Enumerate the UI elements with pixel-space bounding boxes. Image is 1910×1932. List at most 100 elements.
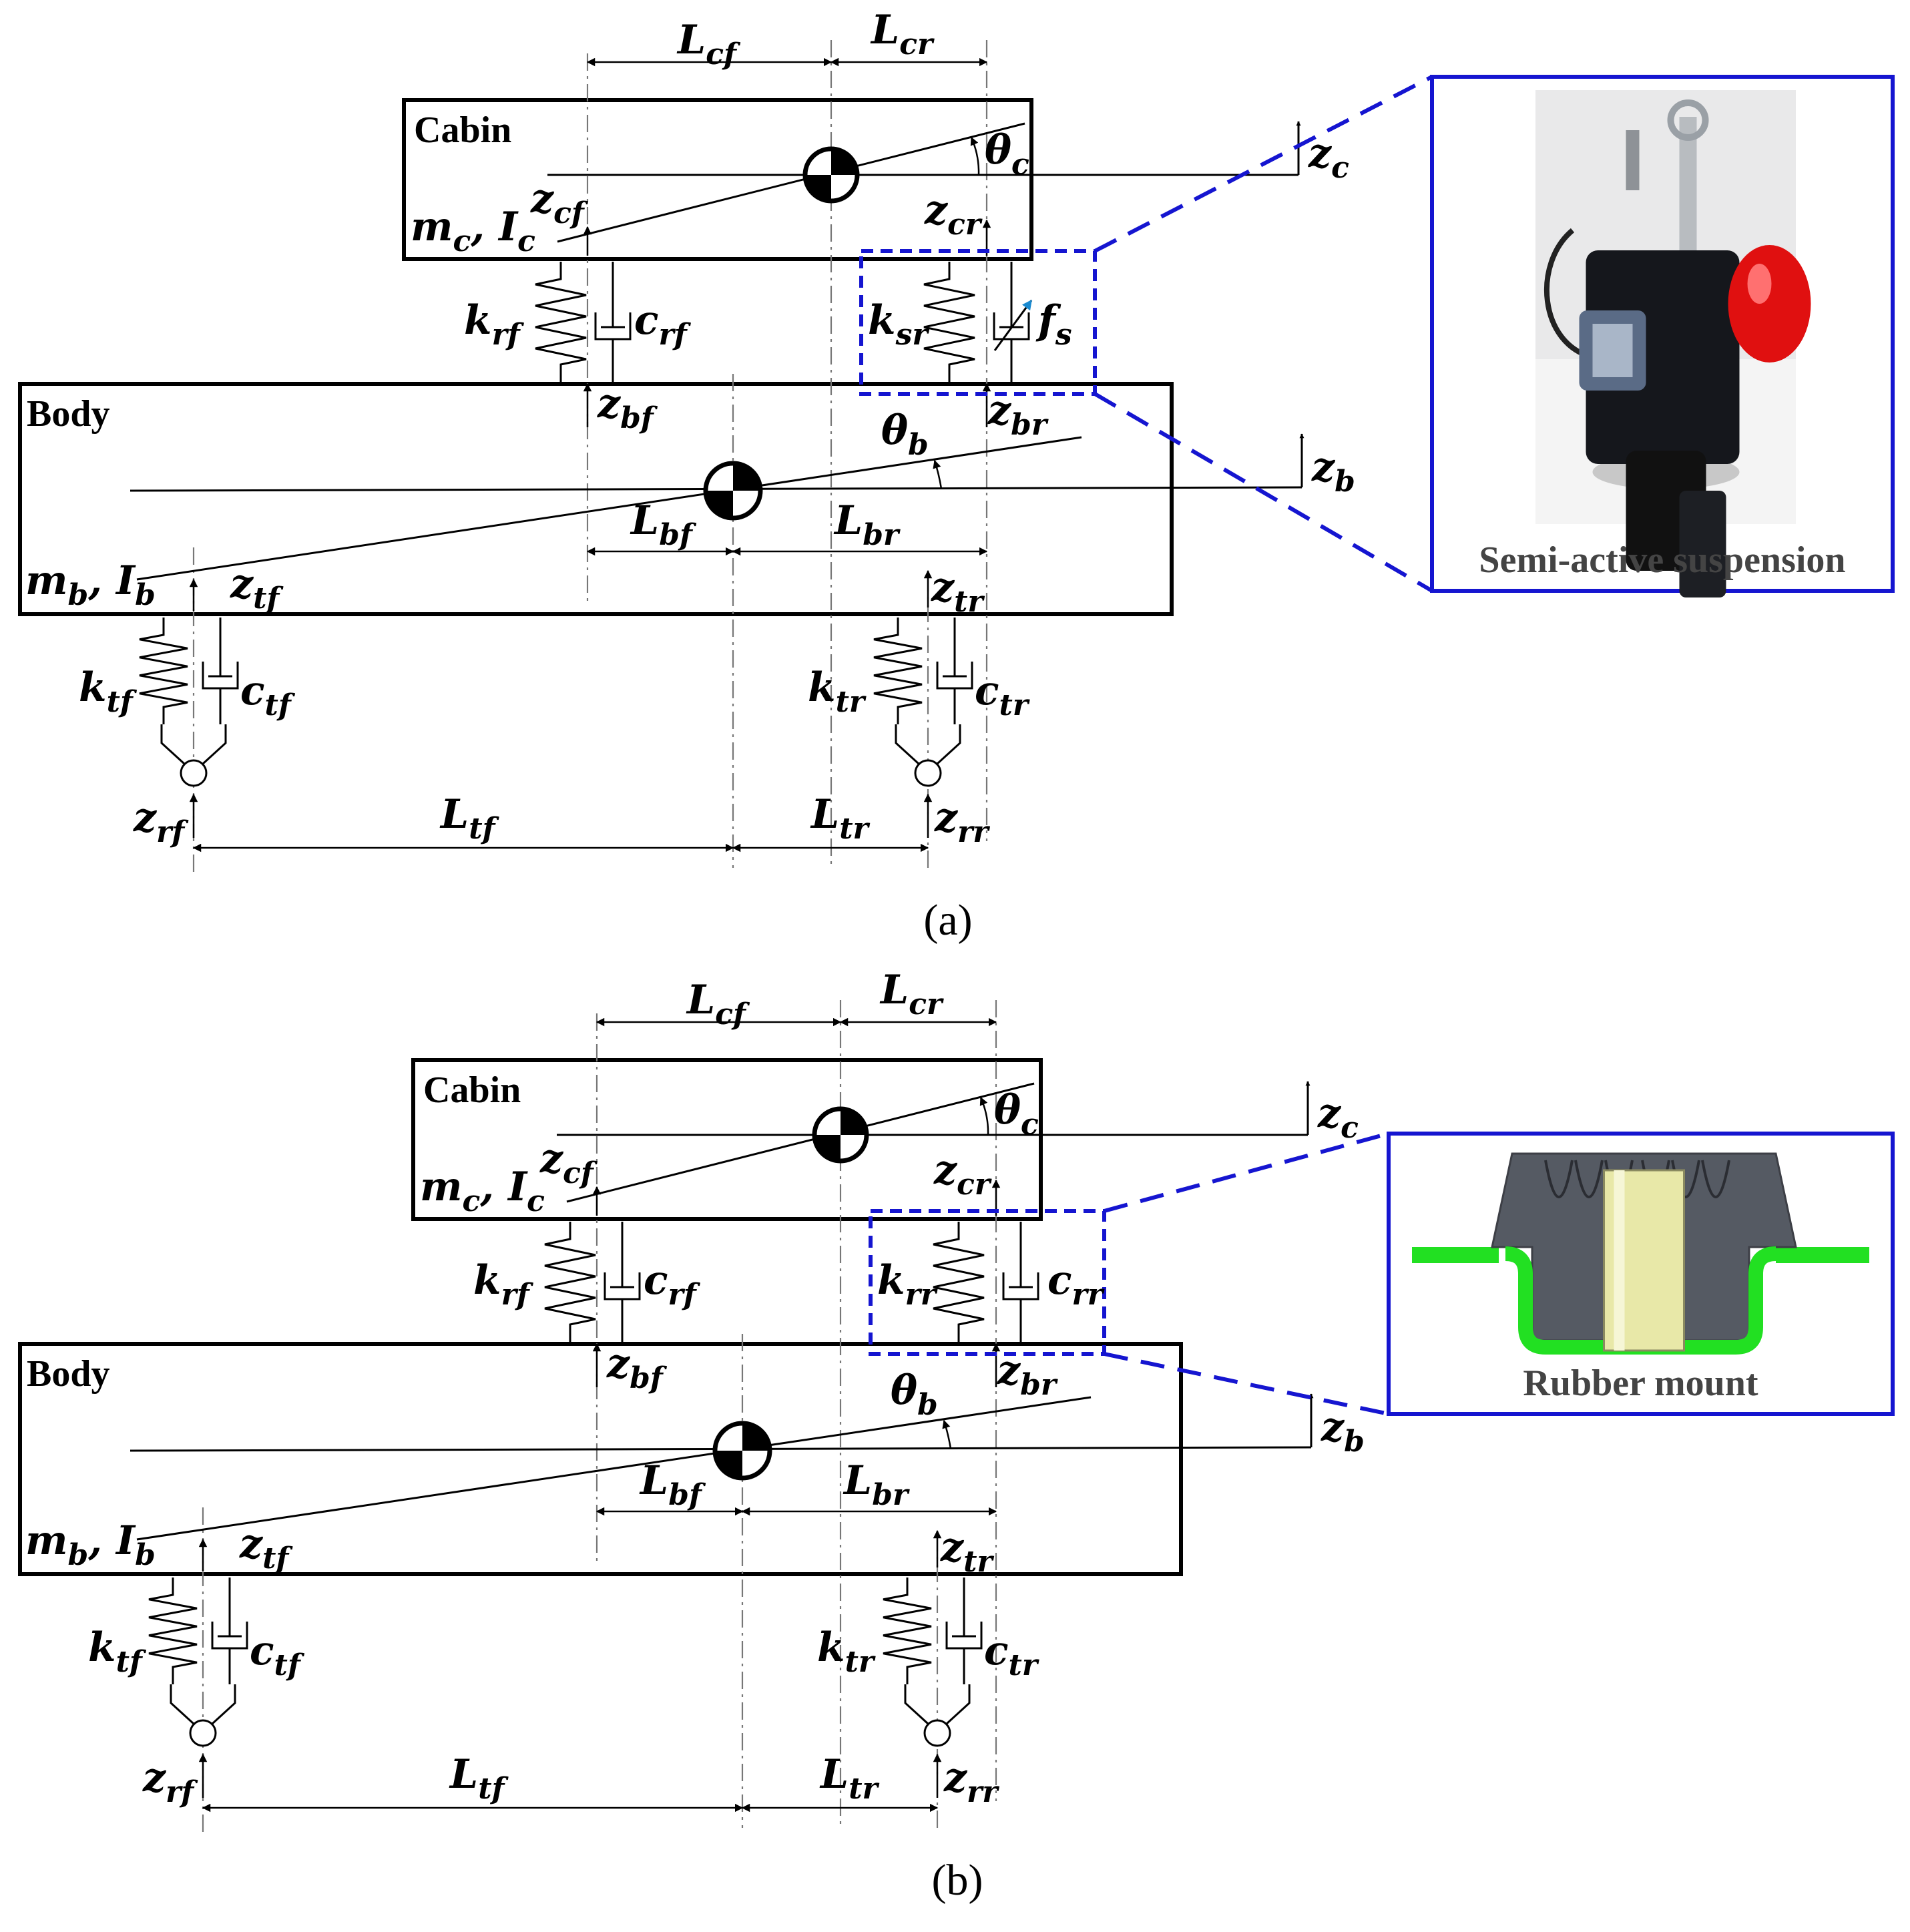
rubber-mount-cross-section — [1412, 1152, 1869, 1355]
tyre-contact-point — [923, 1719, 951, 1747]
convolution-right — [1701, 1160, 1730, 1198]
body-label: Body — [27, 393, 110, 435]
theta-c-arc — [979, 1096, 989, 1136]
label-z-cr: zcr — [933, 1147, 992, 1202]
front-tyre-spring-icon — [139, 618, 188, 724]
cabin-label: Cabin — [414, 109, 511, 151]
body-mass-label: mb, Ib — [25, 1517, 156, 1572]
label-L-cr: Lcr — [870, 7, 935, 61]
front-cabin-damper-icon — [594, 262, 632, 382]
panel-label: (a) — [923, 896, 972, 945]
tyre-fork-right — [211, 1684, 236, 1725]
front-tyre-damper-icon — [202, 618, 239, 724]
tyre-contact-point — [914, 759, 942, 787]
rear-tyre-damper-icon — [936, 618, 973, 724]
rear-tyre-spring-icon — [873, 618, 923, 724]
cg-quadrant-lower-left — [715, 1451, 742, 1478]
front-tyre-icon — [170, 1684, 236, 1747]
tyre-fork-left — [170, 1684, 195, 1725]
rear-tyre-icon — [895, 724, 961, 787]
label-z-tf: ztf — [239, 1521, 293, 1576]
label-z-rr: zrr — [943, 1754, 999, 1809]
inset-frame — [1430, 75, 1895, 593]
label-L-bf: Lbf — [630, 497, 697, 552]
label-z-bf: zbf — [597, 381, 658, 435]
inset-caption: Semi-active suspension — [1479, 539, 1845, 581]
semi-active-suspension-photo — [1535, 90, 1811, 597]
rear-cabin-spring-icon — [933, 1222, 985, 1342]
label-z-br: zbr — [997, 1347, 1058, 1402]
label-L-tr: Ltr — [810, 791, 871, 846]
cabin-cg-symbol — [812, 1106, 869, 1164]
label-c-tf: ctf — [240, 668, 296, 722]
inset-caption: Rubber mount — [1523, 1363, 1758, 1404]
cabin-label: Cabin — [423, 1069, 521, 1111]
label-z-tr: ztr — [940, 1524, 994, 1579]
flange-right — [1776, 1247, 1869, 1263]
label-k-tr: ktr — [808, 664, 867, 719]
label-rear-element: crr — [1047, 1257, 1105, 1312]
accumulator-red-icon — [1728, 245, 1811, 363]
label-k-tf: ktf — [79, 664, 138, 719]
label-c-tf: ctf — [250, 1628, 305, 1682]
tyre-fork-right — [936, 724, 961, 765]
label-z-b: zb — [1321, 1404, 1365, 1459]
body-tilted-line — [136, 1396, 1092, 1541]
label-L-br: Lbr — [843, 1457, 910, 1512]
label-theta-b: θb — [881, 407, 929, 462]
front-tyre-icon — [160, 724, 227, 787]
tyre-fork-left — [895, 724, 920, 765]
label-z-cf: zcf — [539, 1136, 598, 1190]
semi-active-arrow-icon — [993, 299, 1033, 351]
label-L-cf: Lcf — [676, 17, 741, 71]
label-z-rr: zrr — [934, 794, 990, 849]
label-c-tr: ctr — [975, 668, 1030, 722]
label-L-tf: Ltf — [439, 791, 500, 846]
cabin-cg-symbol — [802, 146, 860, 204]
label-L-br: Lbr — [833, 497, 901, 552]
label-front-damper: crf — [634, 297, 692, 352]
body-cg-symbol — [703, 461, 763, 521]
leader-line-bottom — [1104, 1352, 1389, 1416]
cg-quadrant-lower-left — [805, 175, 831, 201]
body-tilted-line — [136, 436, 1082, 581]
front-cabin-spring-icon — [544, 1222, 596, 1342]
label-theta-b: θb — [891, 1367, 938, 1422]
damper-body — [1586, 250, 1740, 464]
tyre-contact-point — [180, 759, 208, 787]
rod-eye-icon — [1667, 99, 1709, 141]
cabin-mass-label: mc, Ic — [420, 1164, 545, 1218]
cabin-tilted-line — [566, 1082, 1035, 1203]
label-z-tr: ztr — [931, 564, 985, 619]
cg-quadrant-upper-right — [733, 463, 760, 491]
tyre-fork-left — [904, 1684, 929, 1725]
theta-b-arc — [933, 459, 943, 489]
tyre-fork-right — [202, 724, 227, 765]
front-cabin-damper-icon — [604, 1222, 641, 1342]
rear-cabin-spring-icon — [923, 262, 975, 382]
label-z-br: zbr — [987, 387, 1049, 442]
cable-icon — [1543, 228, 1594, 360]
label-k-tf: ktf — [88, 1624, 147, 1679]
cg-quadrant-lower-left — [706, 491, 733, 518]
convolution-left — [1574, 1160, 1604, 1198]
label-theta-c: θc — [994, 1087, 1039, 1142]
rear-tyre-icon — [904, 1684, 971, 1747]
sleeve-highlight — [1614, 1170, 1625, 1351]
leader-line-bottom — [1094, 392, 1433, 593]
cg-quadrant-upper-right — [742, 1423, 770, 1451]
cg-quadrant-upper-right — [841, 1109, 867, 1135]
label-L-cr: Lcr — [879, 967, 944, 1021]
label-front-damper: crf — [644, 1257, 701, 1312]
body-box — [18, 382, 1174, 616]
label-z-cr: zcr — [924, 187, 983, 242]
cabin-box — [411, 1058, 1043, 1221]
theta-c-arc — [970, 136, 980, 176]
leader-line-top — [1104, 1132, 1389, 1213]
valve-highlight — [1592, 324, 1633, 377]
label-z-c: zc — [1308, 130, 1349, 185]
cg-quadrant-lower-left — [814, 1135, 841, 1161]
label-front-spring: krf — [473, 1257, 534, 1312]
